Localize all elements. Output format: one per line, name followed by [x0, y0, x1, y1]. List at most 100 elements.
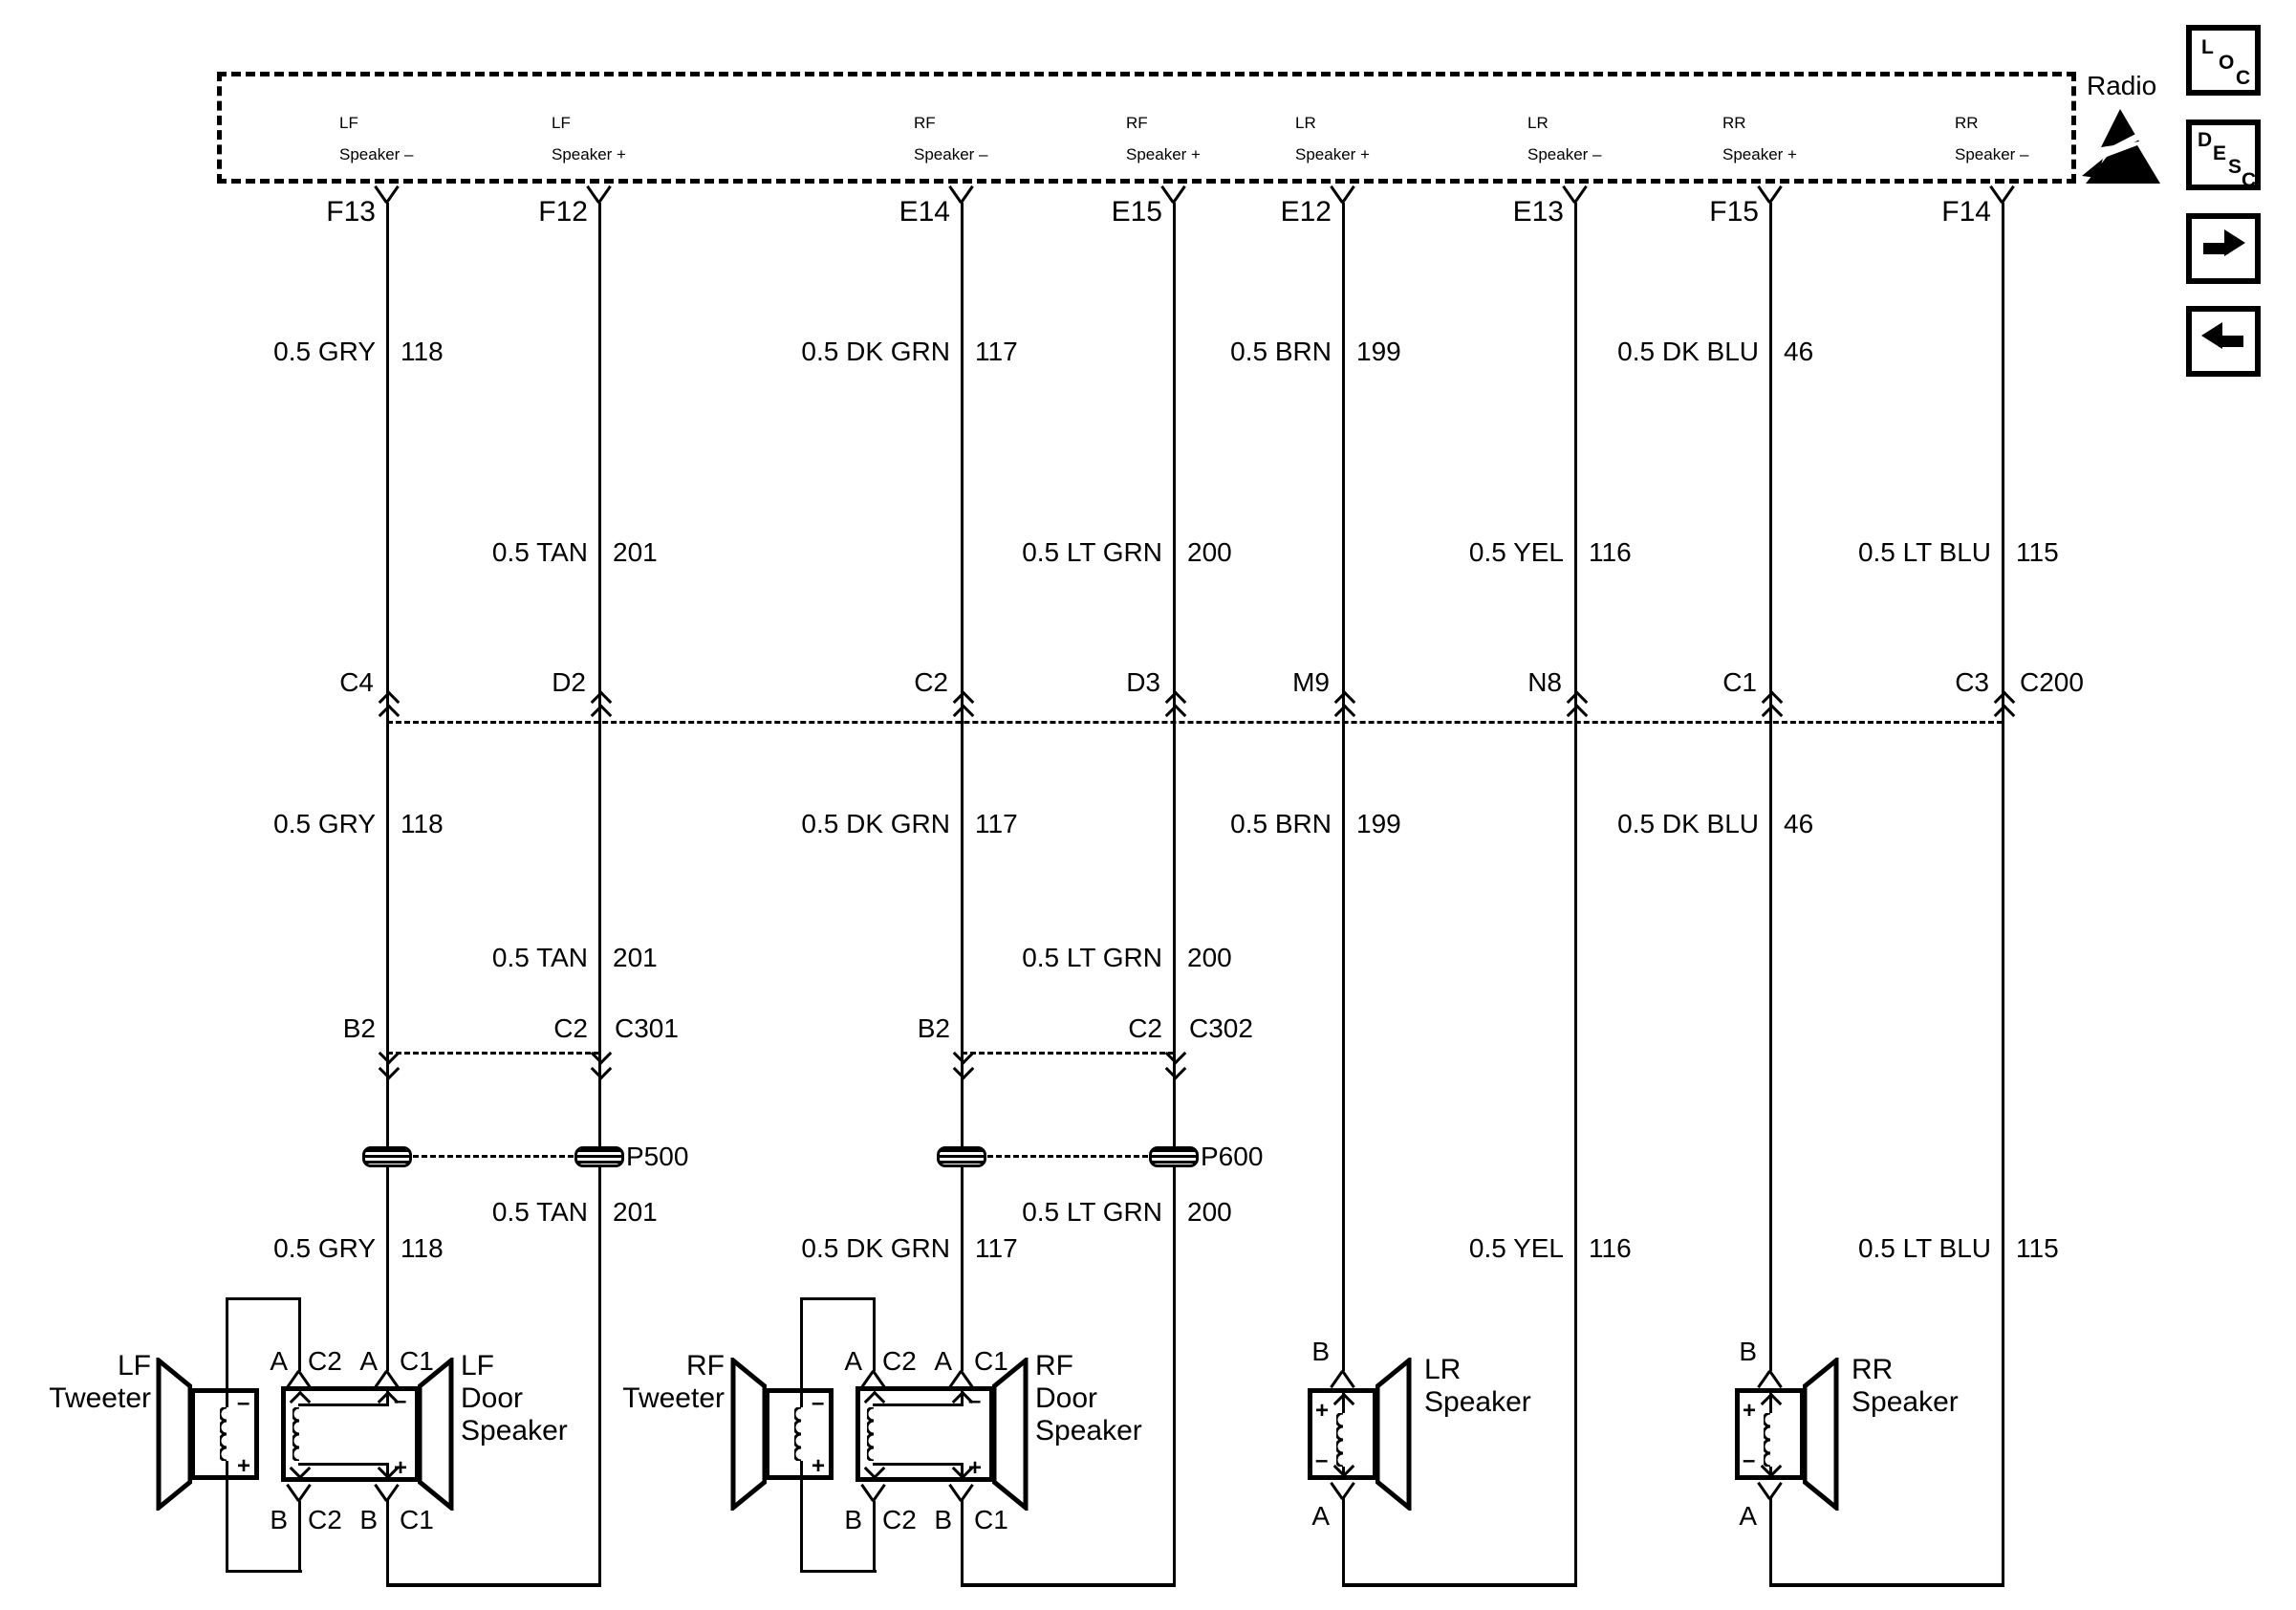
- desc-letter: E: [2213, 142, 2227, 164]
- circuit-number: 116: [1589, 537, 1632, 567]
- wire-rf-plus: [1173, 203, 1176, 1585]
- circuit-number: 201: [613, 537, 658, 567]
- terminal-label: A: [1311, 1501, 1330, 1531]
- wire-lr-plus: [1342, 203, 1345, 1371]
- circuit-number: 115: [2016, 1233, 2059, 1263]
- internal-wire: [386, 1463, 389, 1480]
- lf-tweeter-label: LF Tweeter: [0, 1350, 151, 1415]
- pin-fork-icon: [1757, 184, 1783, 204]
- desc-letter: C: [2242, 169, 2257, 191]
- coil-icon: [1334, 1411, 1350, 1471]
- terminal-fork-icon: [1330, 1370, 1355, 1390]
- speaker-cone-icon: [417, 1355, 454, 1515]
- polarity-sign: –: [394, 1388, 407, 1414]
- pin-fork-icon: [948, 184, 974, 204]
- speaker-name-line: LR: [1424, 1354, 1462, 1385]
- signal-line: RF: [914, 114, 936, 132]
- tweeter-branch-wire: [226, 1480, 228, 1572]
- pin-signal-rr-plus: RR Speaker +: [1722, 107, 1797, 170]
- signal-line: LF: [339, 114, 358, 132]
- wire-color: 0.5 YEL: [1468, 1233, 1564, 1263]
- desc-button[interactable]: D E S C: [2186, 120, 2261, 191]
- connector-pin: D3: [1126, 667, 1160, 697]
- circuit-number: 117: [975, 337, 1018, 366]
- down-arrow-icon: [590, 1057, 613, 1080]
- wire-color: 0.5 GRY: [273, 1233, 376, 1263]
- right-arrow-icon: [2203, 243, 2228, 254]
- terminal-label: C1: [974, 1346, 1008, 1376]
- internal-wire: [873, 1403, 964, 1406]
- polarity-sign: +: [1743, 1398, 1757, 1424]
- terminal-label: A: [1739, 1501, 1757, 1531]
- coil-icon: [218, 1405, 233, 1466]
- circuit-number: 200: [1187, 943, 1232, 972]
- pin-id: F12: [538, 196, 588, 228]
- down-arrow-icon: [378, 1057, 401, 1080]
- lf-tweeter-body: [190, 1388, 259, 1480]
- tweeter-branch-wire: [226, 1297, 228, 1390]
- pin-id: F15: [1709, 196, 1759, 228]
- speaker-name-line: Speaker: [1852, 1386, 1959, 1418]
- terminal-label: A: [934, 1346, 952, 1376]
- connector-name: C301: [615, 1013, 679, 1043]
- down-arrow-icon: [1164, 1057, 1187, 1080]
- pin-fork-icon: [1562, 184, 1588, 204]
- terminal-label: B: [359, 1505, 378, 1534]
- connector-pin: M9: [1292, 667, 1330, 697]
- speaker-name-line: Speaker: [1035, 1415, 1142, 1447]
- circuit-number: 118: [401, 809, 444, 838]
- internal-wire: [961, 1391, 964, 1405]
- speaker-cone-icon: [991, 1355, 1029, 1515]
- connector-name: C200: [2020, 667, 2084, 697]
- speaker-cone-icon: [1375, 1355, 1412, 1515]
- connector-c302-line: [962, 1052, 1174, 1055]
- speaker-name-line: Tweeter: [49, 1382, 151, 1414]
- previous-page-button[interactable]: [2186, 306, 2261, 377]
- lr-speaker-label: LR Speaker: [1424, 1354, 1531, 1419]
- lf-door-speaker-body: [281, 1386, 420, 1482]
- loc-button[interactable]: L O C: [2186, 25, 2261, 96]
- grommet-link-line: [962, 1155, 1174, 1158]
- speaker-return-wire: [1342, 1583, 1577, 1587]
- terminal-fork-icon: [1757, 1370, 1783, 1390]
- speaker-cone-icon: [1802, 1355, 1839, 1515]
- terminal-label: C2: [882, 1505, 917, 1534]
- pin-id: F14: [1941, 196, 1991, 228]
- speaker-name-line: RR: [1852, 1354, 1894, 1385]
- speaker-cone-icon: [730, 1355, 768, 1515]
- terminal-fork-icon: [1757, 1480, 1783, 1500]
- terminal-fork-icon: [948, 1482, 974, 1502]
- circuit-number: 117: [975, 809, 1018, 838]
- connector-c301-line: [387, 1052, 599, 1055]
- next-page-button[interactable]: [2186, 213, 2261, 284]
- wire-color: 0.5 LT GRN: [1022, 1197, 1162, 1227]
- terminal-label: A: [359, 1346, 378, 1376]
- pin-signal-rr-minus: RR Speaker –: [1955, 107, 2029, 170]
- wire-color: 0.5 LT BLU: [1857, 537, 1991, 567]
- circuit-number: 200: [1187, 1197, 1232, 1227]
- wire-color: 0.5 TAN: [491, 1197, 588, 1227]
- speaker-cone-icon: [156, 1355, 193, 1515]
- connector-pin: C2: [1128, 1013, 1162, 1043]
- wire-color: 0.5 LT BLU: [1857, 1233, 1991, 1263]
- down-arrow-icon: [952, 1057, 975, 1080]
- signal-line: RF: [1126, 114, 1148, 132]
- wire-lf-minus: [386, 203, 389, 1371]
- signal-line: Speaker –: [339, 145, 414, 163]
- terminal-label: B: [934, 1505, 952, 1534]
- terminal-fork-icon: [374, 1482, 400, 1502]
- lf-door-speaker-label: LF Door Speaker: [461, 1350, 568, 1447]
- circuit-number: 201: [613, 1197, 658, 1227]
- signal-line: Speaker +: [1295, 145, 1370, 163]
- speaker-name-line: Door: [461, 1382, 524, 1414]
- signal-line: Speaker –: [1955, 145, 2029, 163]
- grommet-name: P600: [1201, 1142, 1264, 1171]
- connector-name: C302: [1189, 1013, 1253, 1043]
- loc-letter: L: [2201, 36, 2214, 58]
- wire-color: 0.5 TAN: [491, 943, 588, 972]
- coil-icon: [291, 1405, 306, 1466]
- left-arrow-icon: [2219, 336, 2243, 347]
- terminal-label: B: [1311, 1337, 1330, 1366]
- pin-signal-lf-plus: LF Speaker +: [552, 107, 626, 170]
- polarity-sign: –: [237, 1390, 250, 1416]
